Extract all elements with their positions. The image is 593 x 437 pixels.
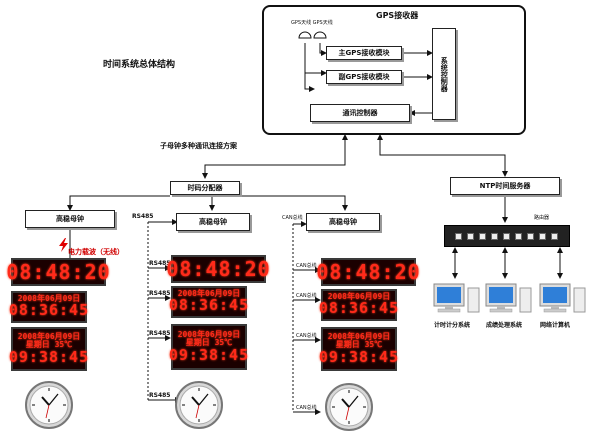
display-time2: 08:36:45 <box>318 299 400 318</box>
display-time: 08:48:20 <box>316 259 421 284</box>
master-clock-right: 高稳母钟 <box>306 213 380 231</box>
gps-antenna-label: GPS天线 GPS天线 <box>291 20 333 26</box>
rs485-label-top: RS485 <box>132 213 154 220</box>
display-time3: 09:38:45 <box>318 347 400 366</box>
display-time3: 09:38:45 <box>8 347 90 366</box>
display-right-3: 2008年06月09日 星期日 35℃ 09:38:45 <box>318 327 400 371</box>
antenna-icon <box>298 31 327 39</box>
router-device <box>444 225 570 247</box>
wireless-label: 电力载波（无线） <box>68 248 124 256</box>
port-icon <box>479 233 486 240</box>
rs485-label-4: RS485 <box>149 392 171 399</box>
display-right-2: 2008年06月09日 08:36:45 <box>318 289 400 321</box>
gps-receiver-title: GPS接收器 <box>376 11 419 20</box>
pc-label-results: 成绩处理系统 <box>486 322 523 329</box>
display-date: 2008年06月09日 <box>177 288 241 298</box>
port-icon <box>539 233 546 240</box>
port-icon <box>467 233 474 240</box>
rs485-label-1: RS485 <box>149 260 171 267</box>
display-left-big: 08:48:20 <box>6 258 110 286</box>
display-week-temp: 星期日 35℃ <box>185 338 233 348</box>
time-distributor: 时码分配器 <box>170 181 240 195</box>
can-label-1: CAN总线 <box>296 263 317 269</box>
computer-icon <box>485 283 532 313</box>
computer-icon <box>433 283 480 313</box>
system-controller-label: 系统控制器 <box>440 56 449 92</box>
rs485-label-2: RS485 <box>149 290 171 297</box>
analog-clock-icon <box>25 381 73 429</box>
display-date: 2008年06月09日 <box>327 291 391 301</box>
display-left-3: 2008年06月09日 星期日 35℃ 09:38:45 <box>8 327 90 371</box>
master-clock-mid: 高稳母钟 <box>176 213 250 231</box>
can-label-2: CAN总线 <box>296 293 317 299</box>
display-time: 08:48:20 <box>166 256 271 281</box>
display-mid-2: 2008年06月09日 08:36:45 <box>168 286 250 318</box>
master-clock-left: 高稳母钟 <box>25 210 115 228</box>
display-time: 08:48:20 <box>6 259 111 284</box>
port-icon <box>515 233 522 240</box>
display-week-temp: 星期日 35℃ <box>335 340 383 350</box>
analog-clock-icon <box>325 383 373 431</box>
port-icon <box>455 233 462 240</box>
display-date3: 2008年06月09日 <box>327 331 391 341</box>
display-time2: 08:36:45 <box>168 296 250 315</box>
pc-label-network: 网络计算机 <box>540 322 571 329</box>
port-icon <box>527 233 534 240</box>
can-label-4: CAN总线 <box>296 405 317 411</box>
computer-icon <box>539 283 586 313</box>
can-label-top: CAN总线 <box>282 215 303 221</box>
display-date: 2008年06月09日 <box>17 293 81 303</box>
comm-scheme-title: 子母钟多种通讯连接方案 <box>160 142 237 150</box>
port-icon <box>491 233 498 240</box>
port-icon <box>503 233 510 240</box>
display-time2: 08:36:45 <box>8 301 90 320</box>
system-controller: 系统控制器 <box>432 28 456 120</box>
gps-internal-lines <box>304 43 433 116</box>
ntp-server-box: NTP时间服务器 <box>450 177 560 195</box>
pc-label-scoring: 计时计分系统 <box>434 322 471 329</box>
port-icon <box>551 233 558 240</box>
router-label: 路由器 <box>534 215 550 221</box>
diagram-title: 时间系统总体结构 <box>103 60 176 70</box>
display-week-temp: 星期日 35℃ <box>25 340 73 350</box>
display-right-big: 08:48:20 <box>316 258 420 286</box>
analog-clock-icon <box>175 381 223 429</box>
display-date3: 2008年06月09日 <box>17 331 81 341</box>
rs485-label-3: RS485 <box>149 330 171 337</box>
display-mid-big: 08:48:20 <box>166 255 270 283</box>
comm-controller: 通讯控制器 <box>310 104 410 122</box>
display-time3: 09:38:45 <box>168 345 250 364</box>
sub-gps-module: 副GPS接收模块 <box>326 70 402 84</box>
can-label-3: CAN总线 <box>296 333 317 339</box>
display-left-2: 2008年06月09日 08:36:45 <box>8 291 90 323</box>
lightning-icon <box>59 238 68 252</box>
display-mid-3: 2008年06月09日 星期日 35℃ 09:38:45 <box>168 324 250 370</box>
main-gps-module: 主GPS接收模块 <box>326 46 402 60</box>
display-date3: 2008年06月09日 <box>177 329 241 339</box>
